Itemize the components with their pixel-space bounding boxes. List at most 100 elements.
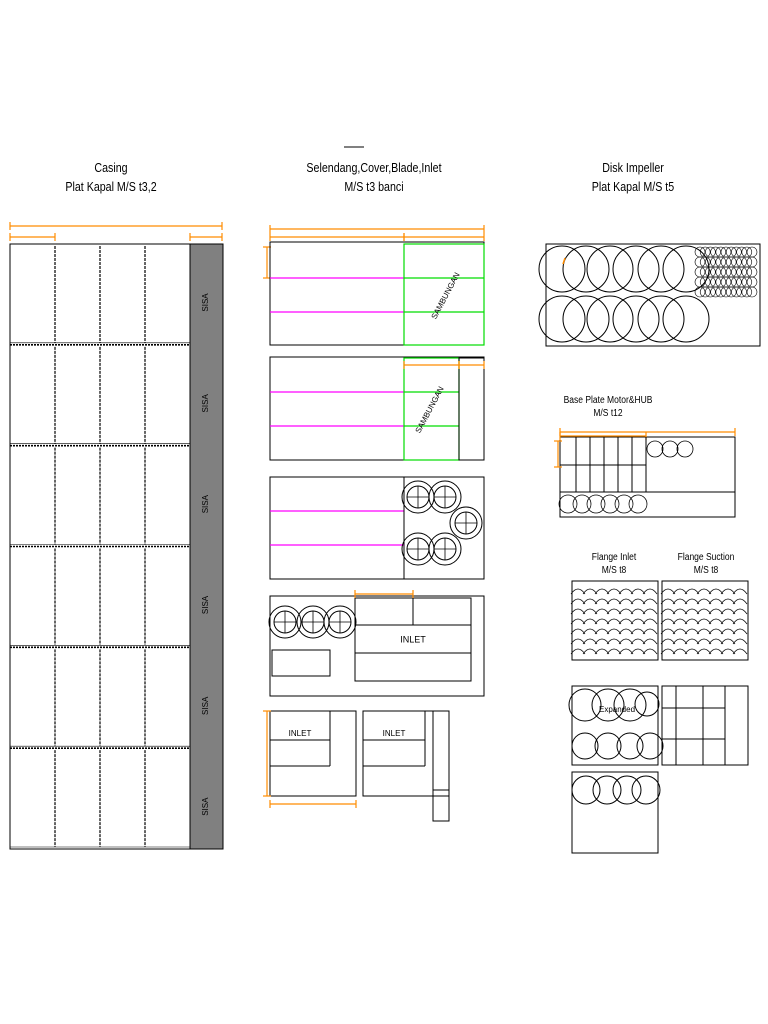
base-plate-sheet <box>554 428 736 518</box>
flange-ring-arc <box>606 628 622 635</box>
casing-remnant-label: SISA <box>201 293 210 312</box>
flange-ring-arc <box>684 608 700 615</box>
flange-ring-arc <box>582 588 598 595</box>
cover-area-a <box>403 243 485 346</box>
impeller-disk <box>612 295 660 343</box>
small-disk <box>725 286 737 298</box>
hub-disk <box>572 494 592 514</box>
flange-ring-arc <box>594 588 610 595</box>
hub-disk <box>628 494 648 514</box>
disk-impeller-sheet <box>538 243 761 347</box>
hub-disk <box>558 494 578 514</box>
flange-disk <box>636 732 664 760</box>
flange-ring-arc <box>630 628 646 635</box>
inlet-sheet-f <box>362 710 450 797</box>
flange-ring-arc <box>660 648 676 655</box>
inlet-label: INLET <box>289 729 312 738</box>
selendang-sheet-c <box>269 476 485 580</box>
casing-remnant-label: SISA <box>201 494 210 513</box>
flange-ring-arc <box>642 598 658 605</box>
impeller-disk <box>562 245 610 293</box>
flange-ring-arc <box>582 648 598 655</box>
flange-disk <box>631 775 661 805</box>
flange-ring-arc <box>630 598 646 605</box>
flange-inlet-sheet <box>571 580 659 661</box>
flange-ring-arc <box>582 628 598 635</box>
flange-ring-arc <box>594 638 610 645</box>
flange-ring-arc <box>570 618 586 625</box>
expanded-disk-sheet <box>571 685 659 766</box>
flange-sheet-group: Expanded <box>568 580 749 854</box>
flange-suction-sheet <box>661 580 749 661</box>
flange-ring-arc <box>720 598 736 605</box>
casing-remnant-strip <box>189 243 224 850</box>
flange-ring-arc <box>732 608 748 615</box>
disk-title: Disk Impeller Plat Kapal M/S t5 <box>572 158 695 196</box>
flange-ring-arc <box>642 628 658 635</box>
flange-ring-arc <box>732 598 748 605</box>
flange-ring-arc <box>684 598 700 605</box>
flange-ring-arc <box>630 588 646 595</box>
flange-ring-arc <box>720 628 736 635</box>
flange-disk <box>616 732 644 760</box>
flange-ring-arc <box>606 598 622 605</box>
flange-ring-arc <box>594 608 610 615</box>
flange-ring-arc <box>684 628 700 635</box>
base-plate-title: Base Plate Motor&HUB M/S t12 <box>557 394 659 420</box>
flange-ring-arc <box>720 618 736 625</box>
flange-ring-arc <box>732 638 748 645</box>
flange-disk <box>613 688 647 722</box>
flange-disk <box>612 775 642 805</box>
bottom-disk-sheet <box>571 771 659 854</box>
flange-ring-arc <box>720 588 736 595</box>
flange-ring-arc <box>618 618 634 625</box>
flange-ring-arc <box>696 618 712 625</box>
selendang-title-line2: M/S t3 banci <box>344 179 404 194</box>
flange-ring-arc <box>582 618 598 625</box>
impeller-disk <box>662 245 710 293</box>
casing-remnant-label: SISA <box>201 696 210 715</box>
casing-title: Casing Plat Kapal M/S t3,2 <box>50 158 173 196</box>
cover-offcut-b <box>458 357 485 461</box>
flange-disk <box>571 732 599 760</box>
flange-ring-arc <box>708 608 724 615</box>
disk-sheet-outline <box>545 243 761 347</box>
impeller-disk <box>538 295 586 343</box>
flange-ring-arc <box>684 638 700 645</box>
flange-suction-title-line2: M/S t8 <box>693 565 719 576</box>
flange-ring-arc <box>606 588 622 595</box>
flange-ring-arc <box>672 648 688 655</box>
inlet-label: INLET <box>400 634 426 644</box>
hub-disk <box>614 494 634 514</box>
flange-ring-arc <box>594 648 610 655</box>
inlet-strip-f <box>432 710 450 822</box>
flange-disk <box>634 691 660 717</box>
small-disk <box>746 286 758 298</box>
small-disk <box>705 286 716 298</box>
selendang-title: Selendang,Cover,Blade,Inlet M/S t3 banci <box>300 158 448 196</box>
flange-grid-sheet <box>661 685 749 766</box>
flange-inlet-title: Flange Inlet M/S t8 <box>580 551 648 577</box>
flange-ring-arc <box>660 638 676 645</box>
small-disk <box>720 286 732 298</box>
impeller-disk <box>637 245 685 293</box>
casing-remnant-label: SISA <box>201 595 210 614</box>
flange-ring-arc <box>672 638 688 645</box>
flange-ring-arc <box>672 618 688 625</box>
disk-title-line2: Plat Kapal M/S t5 <box>591 179 675 194</box>
flange-ring-arc <box>618 628 634 635</box>
flange-ring-arc <box>642 588 658 595</box>
flange-ring-arc <box>570 638 586 645</box>
flange-disk <box>592 775 622 805</box>
flange-ring-arc <box>570 628 586 635</box>
inlet-ring-outer <box>449 506 483 540</box>
casing-remnant-label: SISA <box>201 797 210 816</box>
selendang-sheet-b <box>269 356 485 461</box>
flange-ring-arc <box>618 608 634 615</box>
flange-ring-arc <box>660 618 676 625</box>
disk-dimension-mark <box>562 257 566 265</box>
flange-ring-arc <box>696 648 712 655</box>
flange-ring-arc <box>606 648 622 655</box>
hub-disk <box>646 440 664 458</box>
